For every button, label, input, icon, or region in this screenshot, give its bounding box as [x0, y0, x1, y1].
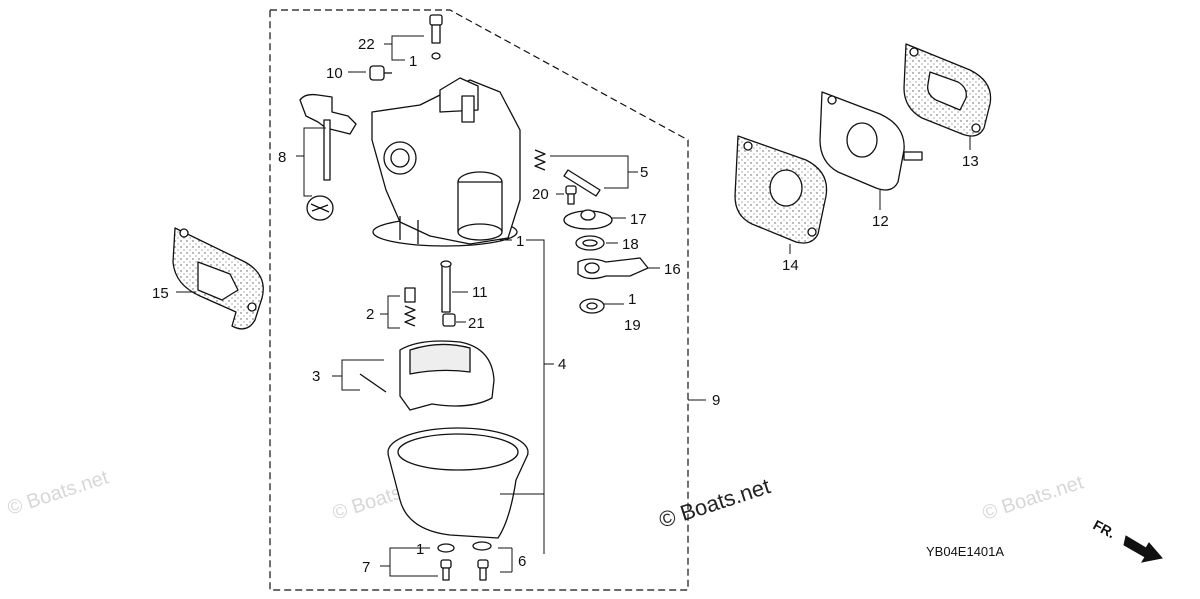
drain-bolt-set-7 [437, 543, 455, 581]
callout-1-washer-bottom: 1 [416, 541, 424, 558]
front-direction-indicator: FR. [1091, 517, 1163, 563]
choke-assembly-8 [299, 93, 357, 221]
callout-1-washer: 1 [409, 53, 417, 70]
callout-14: 14 [782, 257, 799, 274]
callout-7: 7 [362, 559, 370, 576]
callout-21: 21 [468, 315, 485, 332]
gasket-14 [734, 135, 828, 244]
nozzle-11 [440, 260, 452, 313]
callout-1-gasket: 1 [516, 233, 524, 250]
callout-5: 5 [640, 164, 648, 181]
drain-bolt-set-6 [472, 541, 492, 581]
callout-12: 12 [872, 213, 889, 230]
callout-22: 22 [358, 36, 375, 53]
lever-16 [577, 257, 649, 280]
float-3 [359, 340, 495, 411]
callout-4: 4 [558, 356, 566, 373]
jet-21 [442, 313, 456, 327]
watermark-right: © Boats.net [980, 471, 1087, 524]
callout-8: 8 [278, 149, 286, 166]
callout-1-nut: 1 [628, 291, 636, 308]
diagram-code: YB04E1401A [926, 544, 1004, 559]
callout-3: 3 [312, 368, 320, 385]
callout-9: 9 [712, 392, 720, 409]
front-direction-arrow-icon [1123, 535, 1163, 563]
callout-18: 18 [622, 236, 639, 253]
assembly-boundary [269, 9, 689, 591]
float-valve-set-2 [404, 287, 416, 327]
nut-19 [579, 298, 605, 314]
watermark-boats-net: © Boats.net [656, 473, 773, 532]
seal-18 [575, 235, 605, 251]
screw-20 [565, 185, 577, 205]
insulator-gasket-15 [172, 227, 264, 330]
callout-15: 15 [152, 285, 169, 302]
front-label: FR. [1091, 517, 1118, 542]
callout-11: 11 [472, 284, 488, 301]
carburetor-body [371, 77, 521, 247]
watermark-left: © Boats.net [5, 466, 112, 519]
gasket-13 [903, 43, 992, 137]
callout-20: 20 [532, 186, 549, 203]
leader-lines [176, 35, 971, 577]
callout-17: 17 [630, 211, 647, 228]
callout-19: 19 [624, 317, 641, 334]
plate-17 [563, 209, 613, 230]
callout-10: 10 [326, 65, 343, 82]
insulator-12 [819, 91, 923, 191]
pilot-screw-set-5 [534, 149, 601, 197]
callout-labels: 22 1 10 8 15 1 5 20 17 18 16 1 19 11 21 … [152, 36, 979, 576]
callout-2: 2 [366, 306, 374, 323]
float-chamber-4 [387, 427, 529, 539]
screw-22 [429, 14, 443, 60]
callout-6: 6 [518, 553, 526, 570]
callout-13: 13 [962, 153, 979, 170]
watermarks: © Boats.net © Boats.net © Boats.net [5, 466, 1087, 524]
callout-16: 16 [664, 261, 681, 278]
screw-10 [369, 65, 392, 81]
